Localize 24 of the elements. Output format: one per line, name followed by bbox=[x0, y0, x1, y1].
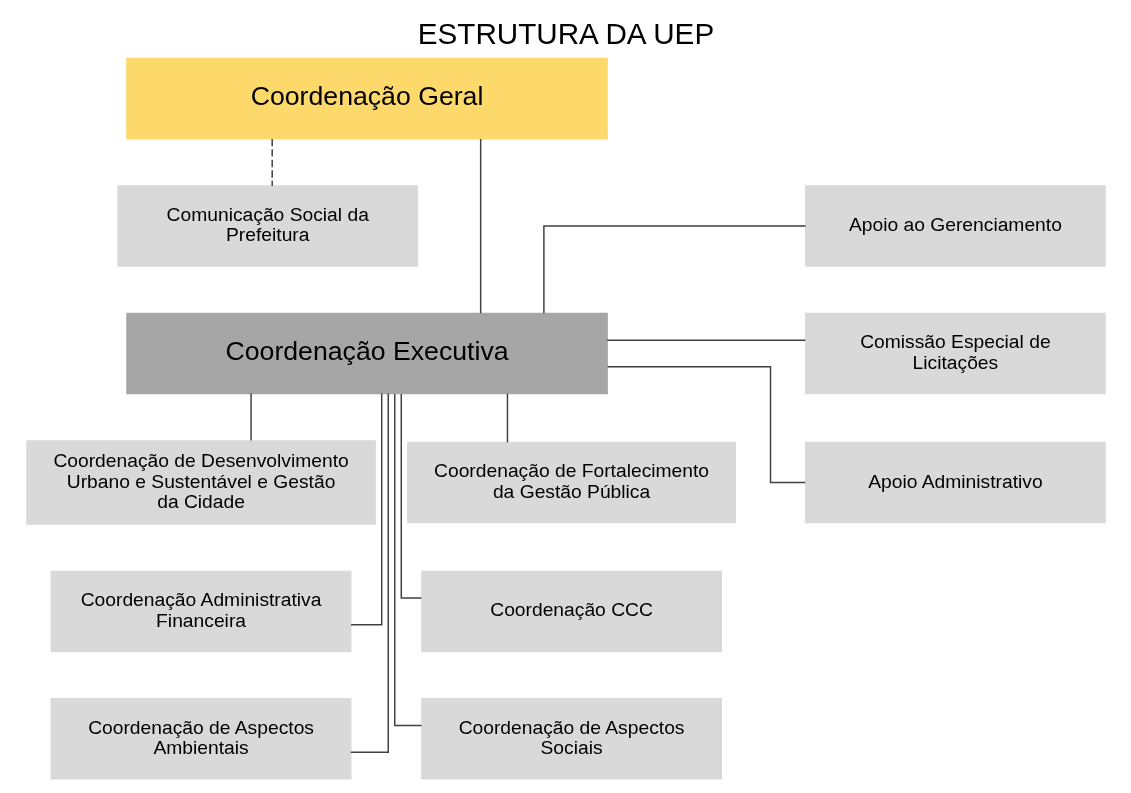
node-box: Coordenação de Fortalecimento da Gestão Pública bbox=[406, 441, 736, 524]
connector bbox=[349, 392, 382, 626]
node-box: Comunicação Social da Prefeitura bbox=[116, 185, 418, 267]
connector bbox=[270, 138, 273, 187]
node-box: Apoio ao Gerenciamento bbox=[804, 185, 1106, 267]
node-box: Comissão Especial de Licitações bbox=[804, 312, 1106, 395]
node-box: Coordenação CCC bbox=[420, 570, 722, 653]
connector bbox=[393, 393, 422, 727]
connector bbox=[479, 138, 481, 315]
node-box: Coordenação Executiva bbox=[125, 312, 608, 395]
node-box: Apoio Administrativo bbox=[804, 441, 1106, 524]
connector bbox=[506, 392, 508, 444]
connector bbox=[542, 225, 806, 314]
node-box: Coordenação Geral bbox=[125, 57, 608, 140]
connector bbox=[349, 392, 389, 753]
node-box: Coordenação de Aspectos Sociais bbox=[420, 698, 722, 780]
connector bbox=[606, 366, 806, 484]
node-box: Coordenação Administrativa Financeira bbox=[50, 570, 351, 653]
connector bbox=[400, 393, 422, 599]
node-box: Coordenação de Desenvolvimento Urbano e Sustentável e Gestão da Cidade bbox=[25, 440, 376, 525]
connector bbox=[605, 339, 806, 341]
diagram-title: ESTRUTURA DA UEP bbox=[417, 16, 714, 50]
connector bbox=[249, 392, 252, 442]
node-box: Coordenação de Aspectos Ambientais bbox=[50, 698, 351, 780]
